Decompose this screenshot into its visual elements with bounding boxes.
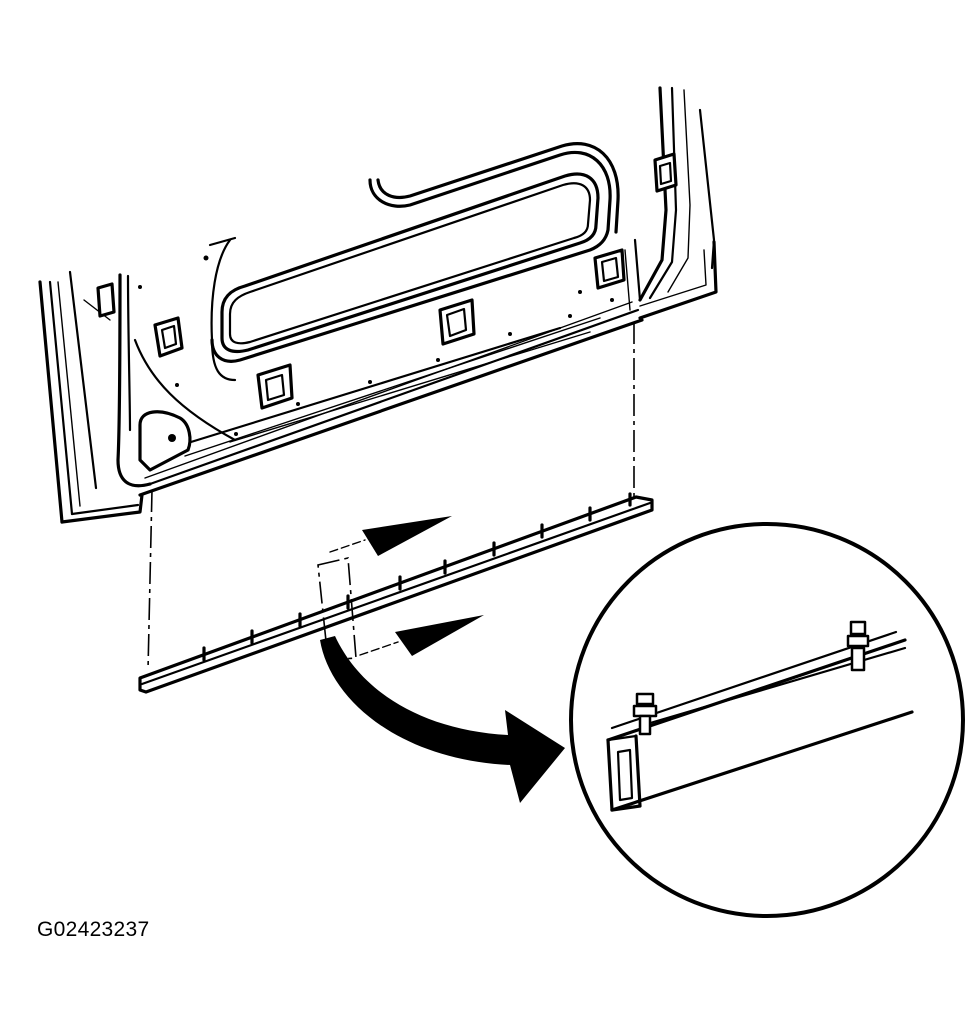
curved-arrow-icon [320,636,565,803]
molding-studs [202,492,632,662]
clip-hole-2 [256,363,294,410]
bracket [138,410,192,472]
detail-circle [569,522,965,918]
clip-hole-5 [653,152,678,193]
detail-box [317,557,357,661]
clip-holes [96,152,678,472]
clip-hole-4 [593,248,626,290]
detail-stud-1 [632,692,658,736]
alignment-lines [147,322,635,671]
rocker-molding [138,492,654,694]
clip-hole-1 [153,316,184,358]
clip-hole-3 [438,298,476,346]
figure-id-label: G02423237 [37,918,150,941]
rivet-dots [138,255,614,436]
detail-stud-2 [846,620,870,672]
door-panel [38,86,718,524]
clip-hole-6 [96,282,116,318]
arrow-right-icon [329,516,484,656]
window-opening [210,142,620,363]
